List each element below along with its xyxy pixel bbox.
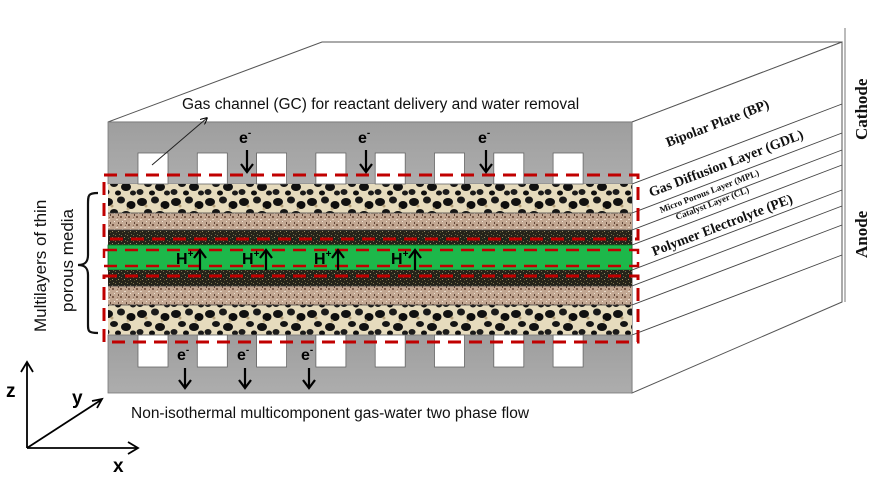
gas-channel xyxy=(434,334,465,368)
cathode-gas-channels xyxy=(137,152,584,185)
side-layer-line xyxy=(631,205,843,287)
y-axis xyxy=(26,399,102,449)
gas-channel xyxy=(137,152,169,185)
x-axis-arrowhead xyxy=(127,441,140,455)
porous-media-brace xyxy=(77,191,99,335)
coordinate-axes xyxy=(20,360,140,455)
anode-cl xyxy=(108,270,632,286)
porous-media-label-line1: Multilayers of thin xyxy=(31,200,50,332)
dashed-boundaries xyxy=(102,173,640,344)
anode-porous-boundary xyxy=(102,274,640,344)
side-layer-line xyxy=(631,254,843,336)
z-axis-label: z xyxy=(6,381,16,402)
gas-channel xyxy=(256,334,288,368)
gas-channel xyxy=(196,152,228,185)
gas-channel-pointer xyxy=(151,118,207,166)
side-layer-line xyxy=(631,189,843,271)
side-layer-line xyxy=(631,103,843,185)
gas-channel xyxy=(315,152,347,185)
side-face-layer-lines xyxy=(631,103,843,336)
side-layer-line xyxy=(631,132,843,214)
membrane-boundary xyxy=(102,248,640,268)
cathode-gdl xyxy=(108,184,632,213)
anode-mpl xyxy=(108,286,632,305)
anode-gdl xyxy=(108,305,632,335)
anode-label: Anode xyxy=(852,210,871,258)
gas-channel xyxy=(137,334,169,368)
y-axis-arrowhead xyxy=(91,397,104,409)
flow-annotation: Non-isothermal multicomponent gas-water … xyxy=(131,405,530,422)
gas-channel xyxy=(315,334,347,368)
porous-media-label-line2: porous media xyxy=(58,208,77,312)
gas-channel xyxy=(552,334,584,368)
gas-channel xyxy=(493,152,525,185)
gas-channel xyxy=(196,334,228,368)
layer-separators xyxy=(108,212,632,306)
proton: H+ xyxy=(391,248,422,270)
gas-channel xyxy=(434,152,465,185)
z-axis-arrowhead xyxy=(20,360,34,373)
side-layer-line xyxy=(631,224,843,306)
gas-channel-annotation: Gas channel (GC) for reactant delivery a… xyxy=(182,96,579,113)
x-axis-label: x xyxy=(113,456,124,477)
gas-channel xyxy=(256,152,288,185)
electron: e- xyxy=(301,345,316,390)
y-axis-label: y xyxy=(72,388,83,409)
anode-electron-arrows: e-e-e- xyxy=(177,345,316,390)
cathode-label: Cathode xyxy=(852,78,871,140)
gas-channel xyxy=(493,334,525,368)
proton: H+ xyxy=(176,248,207,270)
gas-channel xyxy=(374,334,406,368)
anode-bipolar-plate xyxy=(107,334,633,394)
gas-channel xyxy=(374,152,406,185)
gas-channel xyxy=(552,152,584,185)
cathode-porous-boundary xyxy=(102,173,640,241)
anode-gas-channels xyxy=(137,334,584,368)
side-layer-line xyxy=(631,149,843,231)
side-layer-line xyxy=(631,164,843,246)
cathode-mpl xyxy=(108,213,632,230)
